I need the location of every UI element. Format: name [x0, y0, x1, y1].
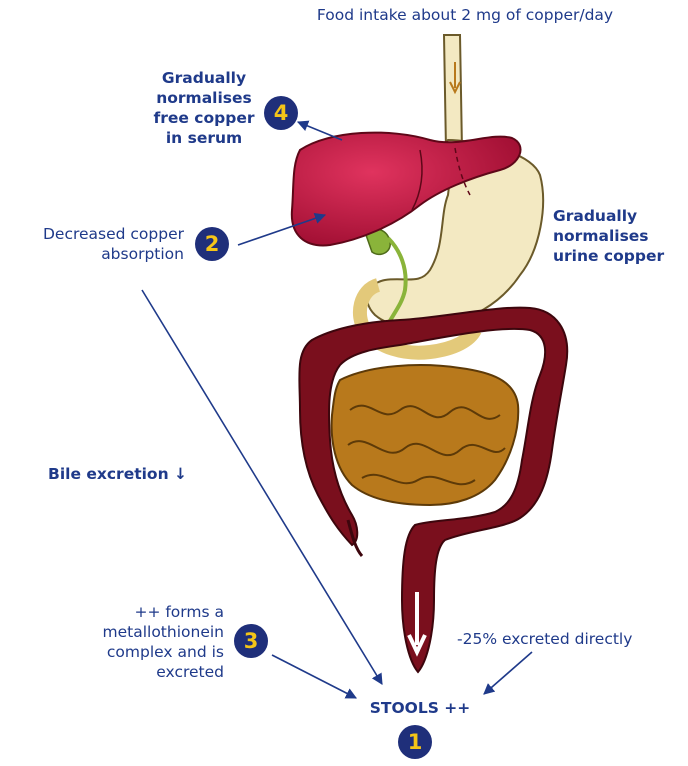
urine-line-3: urine copper	[553, 246, 686, 266]
badge-3: 3	[234, 624, 268, 658]
arrow-direct-to-stools	[484, 652, 532, 694]
urine-line-1: Gradually	[553, 206, 686, 226]
urine-line-2: normalises	[553, 226, 686, 246]
badge-4: 4	[264, 96, 298, 130]
badge-2: 2	[195, 227, 229, 261]
bile-excretion-label: Bile excretion ↓	[48, 464, 228, 484]
serum-line-2: normalises	[140, 88, 268, 108]
complex-line-3: complex and is	[60, 642, 224, 662]
urine-copper-label: Gradually normalises urine copper	[553, 206, 686, 266]
badge-1: 1	[398, 725, 432, 759]
food-intake-label: Food intake about 2 mg of copper/day	[270, 5, 660, 25]
arrow-complex-to-stools	[272, 655, 356, 698]
absorption-line-2: absorption	[0, 244, 184, 264]
direct-excretion-label: -25% excreted directly	[457, 629, 685, 649]
small-intestine	[332, 365, 519, 505]
arrow-liver-to-serum	[298, 122, 342, 140]
complex-line-4: excreted	[60, 662, 224, 682]
serum-copper-label: Gradually normalises free copper in seru…	[140, 68, 268, 148]
serum-line-4: in serum	[140, 128, 268, 148]
stools-label: STOOLS ++	[340, 698, 500, 718]
complex-line-1: ++ forms a	[60, 602, 224, 622]
absorption-label: Decreased copper absorption	[0, 224, 184, 264]
esophagus	[444, 35, 462, 150]
absorption-line-1: Decreased copper	[0, 224, 184, 244]
complex-line-2: metallothionein	[60, 622, 224, 642]
serum-line-3: free copper	[140, 108, 268, 128]
serum-line-1: Gradually	[140, 68, 268, 88]
metallothionein-label: ++ forms a metallothionein complex and i…	[60, 602, 224, 682]
